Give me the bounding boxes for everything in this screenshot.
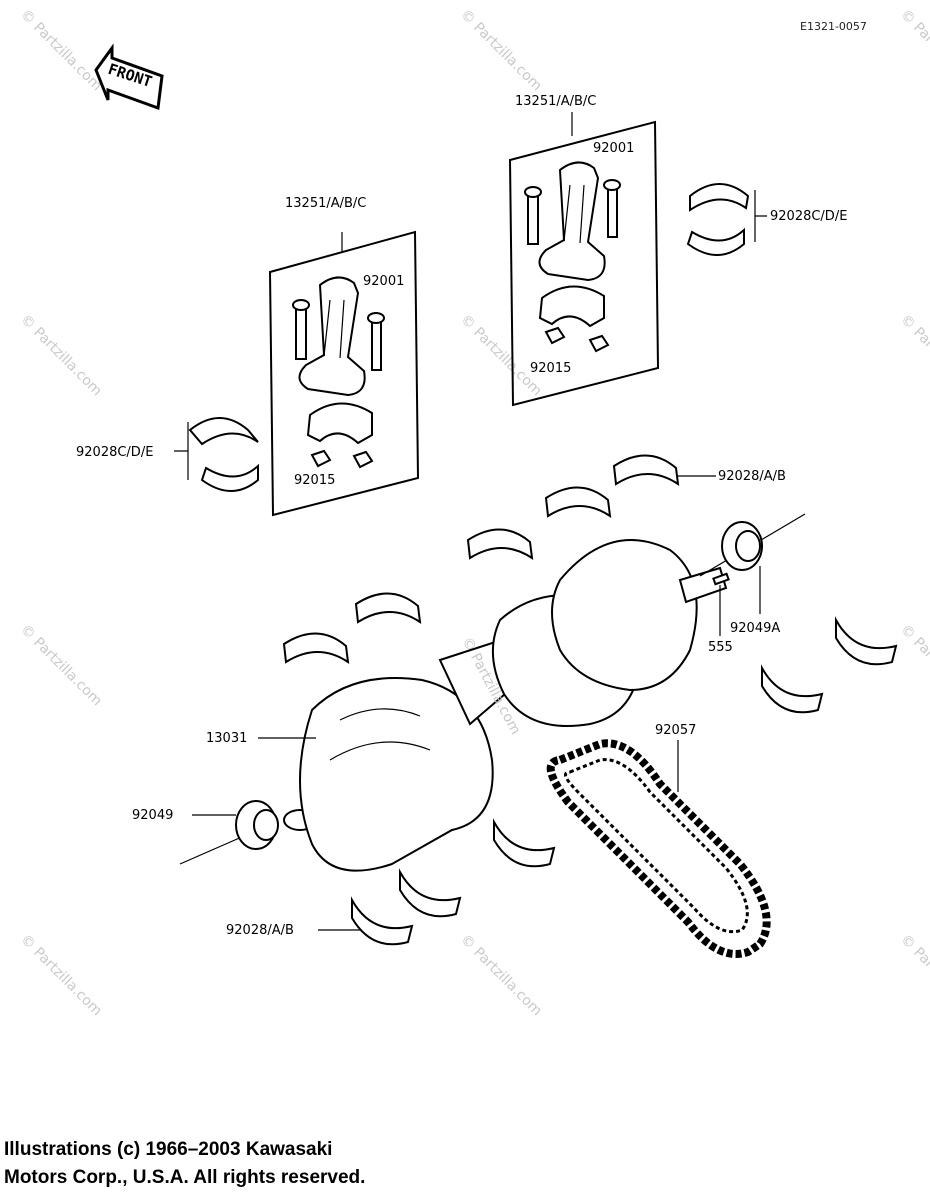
watermark-9: © Partzilla.com: [897, 312, 930, 400]
watermark-10: © Partzilla.com: [897, 622, 930, 710]
label-rod-set-left: 13251/A/B/C: [285, 196, 366, 211]
rod-set-left: [268, 230, 420, 517]
chain: [546, 739, 771, 958]
watermark-2: © Partzilla.com: [457, 7, 545, 95]
watermark-3: © Partzilla.com: [17, 312, 105, 400]
watermark-1: © Partzilla.com: [17, 7, 105, 95]
label-oil-seal-left: 92049: [132, 808, 173, 823]
main-bearings-lower: [318, 616, 898, 946]
pin: [712, 572, 730, 636]
watermark-6: © Partzilla.com: [17, 932, 105, 1020]
label-rod-bearing-right: 92028C/D/E: [770, 209, 847, 224]
label-rod-set-right: 13251/A/B/C: [515, 94, 596, 109]
watermark-5: © Partzilla.com: [17, 622, 105, 710]
label-oil-seal-right: 92049A: [730, 621, 780, 636]
copyright-footer: Illustrations (c) 1966–2003 Kawasaki Mot…: [4, 1136, 365, 1192]
main-bearings-upper: [282, 454, 716, 665]
copyright-line-2: Motors Corp., U.S.A. All rights reserved…: [4, 1167, 366, 1188]
front-arrow: FRONT: [94, 43, 164, 111]
watermarks: © Partzilla.com © Partzilla.com © Partzi…: [17, 7, 930, 1020]
crankshaft: [179, 513, 806, 872]
oil-seal-right: [721, 521, 763, 614]
rod-bearing-left: [174, 417, 259, 492]
label-crankshaft: 13031: [206, 731, 247, 746]
label-bolt-left: 92001: [363, 274, 404, 289]
label-rod-bearing-left: 92028C/D/E: [76, 445, 153, 460]
label-chain: 92057: [655, 723, 696, 738]
watermark-4: © Partzilla.com: [457, 312, 545, 400]
label-bolt-right: 92001: [593, 141, 634, 156]
rod-bearing-right: [686, 183, 767, 256]
label-main-bearing-top: 92028/A/B: [718, 469, 786, 484]
rod-set-right: [508, 112, 660, 407]
oil-seal-left: [192, 800, 279, 850]
watermark-7: © Partzilla.com: [457, 932, 545, 1020]
label-pin: 555: [708, 640, 733, 655]
label-nut-right: 92015: [530, 361, 571, 376]
label-main-bearing-bottom: 92028/A/B: [226, 923, 294, 938]
watermark-8: © Partzilla.com: [897, 7, 930, 95]
copyright-line-1: Illustrations (c) 1966–2003 Kawasaki: [4, 1139, 333, 1160]
diagram-code: E1321-0057: [800, 20, 867, 33]
watermark-11: © Partzilla.com: [897, 932, 930, 1020]
label-nut-left: 92015: [294, 473, 335, 488]
